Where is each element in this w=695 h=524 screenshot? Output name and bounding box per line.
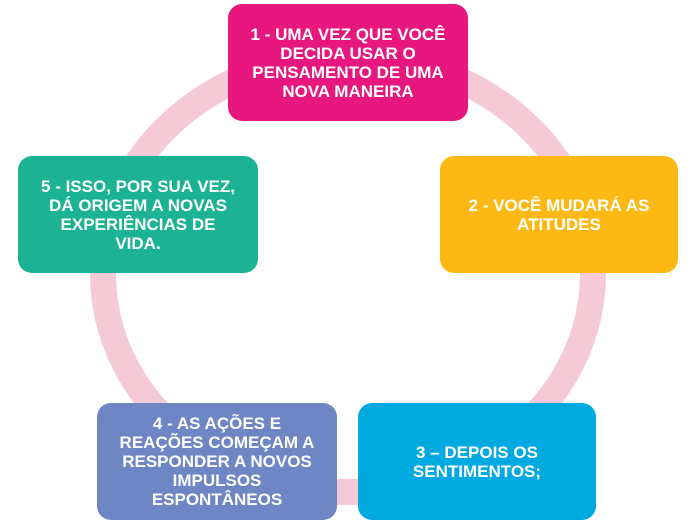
cycle-step-4-text: 4 - AS AÇÕES E REAÇÕES COMEÇAM A RESPOND… [119, 414, 315, 509]
cycle-step-2-text: 2 - VOCÊ MUDARÁ AS ATITUDES [468, 195, 650, 234]
cycle-step-3: 3 – DEPOIS OS SENTIMENTOS; [358, 403, 596, 520]
cycle-step-1: 1 - UMA VEZ QUE VOCÊ DECIDA USAR O PENSA… [228, 4, 468, 121]
cycle-step-1-text: 1 - UMA VEZ QUE VOCÊ DECIDA USAR O PENSA… [250, 24, 446, 101]
cycle-step-5-text: 5 - ISSO, POR SUA VEZ, DÁ ORIGEM A NOVAS… [41, 176, 235, 253]
cycle-step-2: 2 - VOCÊ MUDARÁ AS ATITUDES [440, 156, 678, 273]
cycle-step-5: 5 - ISSO, POR SUA VEZ, DÁ ORIGEM A NOVAS… [18, 156, 258, 273]
cycle-step-3-text: 3 – DEPOIS OS SENTIMENTOS; [412, 442, 542, 481]
cycle-step-4: 4 - AS AÇÕES E REAÇÕES COMEÇAM A RESPOND… [97, 403, 337, 520]
